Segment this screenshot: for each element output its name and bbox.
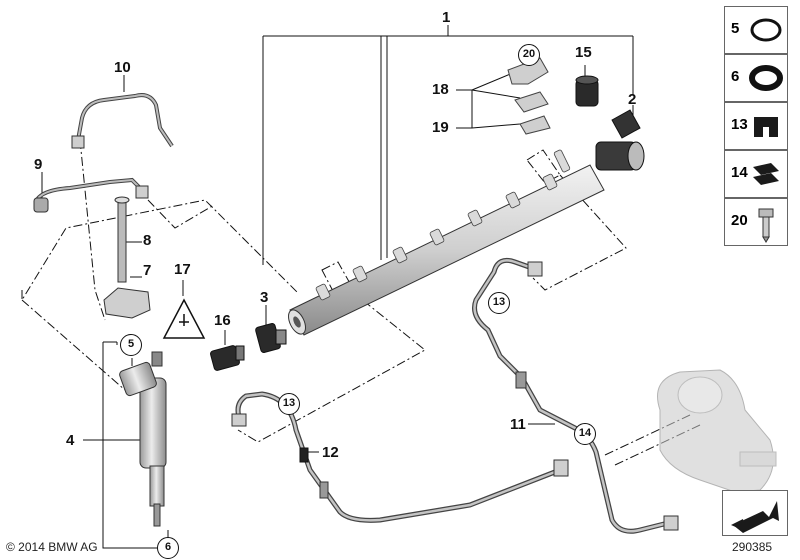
side-part-6[interactable]: 6 xyxy=(724,54,788,102)
label-5-circled: 5 xyxy=(120,334,142,356)
rail-clamps xyxy=(507,57,551,135)
label-1: 1 xyxy=(442,9,451,26)
dashdot-lines xyxy=(21,139,701,466)
label-14-circled: 14 xyxy=(574,423,596,445)
label-13-circled-a: 13 xyxy=(488,292,510,314)
high-pressure-pump xyxy=(657,369,777,493)
label-18: 18 xyxy=(432,81,449,98)
double-clip-icon xyxy=(753,163,779,185)
side-part-5[interactable]: 5 xyxy=(724,6,788,54)
label-20-circled: 20 xyxy=(518,44,540,66)
label-16: 16 xyxy=(214,312,231,329)
label-4: 4 xyxy=(66,432,75,449)
connector-3 xyxy=(255,323,287,353)
label-6-circled: 6 xyxy=(157,537,179,559)
label-8: 8 xyxy=(143,232,152,249)
label-19: 19 xyxy=(432,119,449,136)
label-12: 12 xyxy=(322,444,339,461)
fuel-lines-right xyxy=(231,257,679,534)
injector-clamp xyxy=(103,287,151,319)
arrow-icon xyxy=(731,501,779,533)
label-15: 15 xyxy=(575,44,592,61)
side-part-number: 5 xyxy=(731,20,740,37)
side-part-20[interactable]: 20 xyxy=(724,198,788,246)
warning-triangle-icon xyxy=(162,298,206,339)
label-10: 10 xyxy=(114,59,131,76)
label-2: 2 xyxy=(628,91,637,108)
injector-bolt xyxy=(114,196,130,283)
label-13-circled-b: 13 xyxy=(278,393,300,415)
side-part-14[interactable]: 14 xyxy=(724,150,788,198)
connector-16 xyxy=(210,345,245,371)
fuel-injector xyxy=(119,351,167,527)
label-9: 9 xyxy=(34,156,43,173)
connector-15 xyxy=(575,75,599,107)
side-part-number: 13 xyxy=(731,116,748,133)
rail-pressure-sensor xyxy=(595,109,645,171)
diagram-id: 290385 xyxy=(732,540,773,554)
bolt-icon xyxy=(758,208,774,243)
side-part-number: 20 xyxy=(731,212,748,229)
navigate-arrow-button[interactable] xyxy=(722,490,788,536)
fuel-lines-left xyxy=(33,93,174,213)
side-part-number: 14 xyxy=(731,164,748,181)
label-17: 17 xyxy=(174,261,191,278)
label-11: 11 xyxy=(510,416,526,433)
o-ring-thick-icon xyxy=(749,65,783,91)
o-ring-thin-icon xyxy=(750,18,782,42)
rubber-bushing-icon xyxy=(754,117,778,137)
fuel-rail xyxy=(288,109,645,336)
label-7: 7 xyxy=(143,262,152,279)
side-part-number: 6 xyxy=(731,68,740,85)
side-part-13[interactable]: 13 xyxy=(724,102,788,150)
copyright: © 2014 BMW AG xyxy=(6,540,98,554)
label-3: 3 xyxy=(260,289,269,306)
